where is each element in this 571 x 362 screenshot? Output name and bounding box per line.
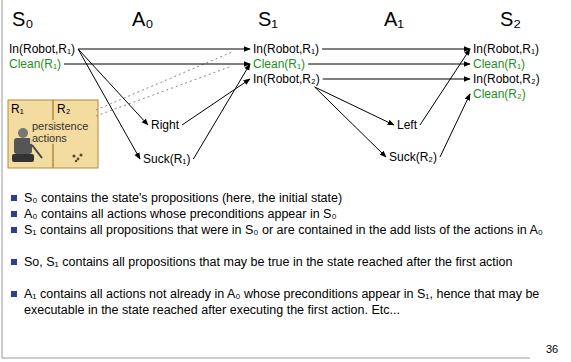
node-text: In(Robot,R₂) [253, 72, 320, 86]
room-floor [8, 100, 98, 168]
connector-arrow [78, 49, 148, 125]
action-node: Right [150, 118, 180, 132]
proposition-node: Clean(R₁) [252, 57, 306, 71]
proposition-node: Clean(R₁) [472, 57, 526, 71]
connector-arrow [315, 87, 394, 125]
proposition-node: Clean(R₁) [8, 57, 62, 71]
note-text: persistence actions [30, 120, 96, 144]
node-text: Right [151, 118, 179, 132]
node-text: Clean(R₁) [473, 57, 525, 71]
proposition-node: In(Robot,R₁) [252, 42, 320, 56]
node-text: Left [397, 118, 417, 132]
proposition-node: In(Robot,R₂) [252, 72, 321, 86]
action-node: Suck(R₁) [142, 152, 191, 166]
connector-arrow [193, 64, 250, 159]
bullet-text: A₁ contains all actions not already in A… [8, 286, 554, 318]
node-text: Clean(R₁) [9, 57, 61, 71]
node-text: In(Robot,R₁) [473, 42, 539, 56]
room-name: R₂ [57, 102, 70, 116]
proposition-node: In(Robot,R₁) [8, 42, 76, 56]
bullet-text: S₁ contains all propositions that were i… [8, 222, 554, 238]
layer-heading: S₀ [12, 8, 34, 30]
bullet-text: A₀ contains all actions whose preconditi… [8, 206, 554, 222]
connector-arrow [315, 87, 386, 157]
dirt-dots [72, 154, 82, 163]
proposition-node: In(Robot,R₂) [472, 72, 541, 86]
connector-arrow [182, 79, 250, 125]
node-text: Clean(R₂) [473, 87, 526, 101]
node-text: Suck(R₁) [143, 152, 190, 166]
bullet-text: So, S₁ contains all propositions that ma… [8, 254, 554, 270]
bullet-text: S₀ contains the state's propositions (he… [8, 190, 554, 206]
connector-arrow [323, 79, 470, 80]
node-text: In(Robot,R₂) [473, 72, 540, 86]
layer-heading: A₀ [132, 8, 154, 30]
connector-arrow [308, 64, 470, 65]
action-node: Suck(R₂) [388, 150, 438, 164]
frame-line [2, 0, 3, 358]
node-text: Clean(R₁) [253, 57, 305, 71]
page-number: 36 [546, 343, 558, 356]
action-node: Left [396, 118, 418, 132]
layer-heading: A₁ [384, 8, 404, 30]
node-text: Suck(R₂) [389, 150, 437, 164]
connector-arrow [322, 49, 470, 50]
room-name: R₁ [11, 102, 24, 116]
proposition-node: Clean(R₂) [472, 87, 527, 101]
connector-arrow [440, 94, 470, 157]
connector-arrow [420, 49, 470, 125]
node-text: In(Robot,R₁) [9, 42, 75, 56]
layer-heading: S₂ [500, 8, 521, 30]
persistence-hint [96, 52, 232, 110]
node-text: In(Robot,R₁) [253, 42, 319, 56]
layer-heading: S₁ [258, 8, 278, 30]
proposition-node: In(Robot,R₁) [472, 42, 540, 56]
connector-arrow [78, 49, 250, 50]
frame-line [2, 358, 530, 359]
